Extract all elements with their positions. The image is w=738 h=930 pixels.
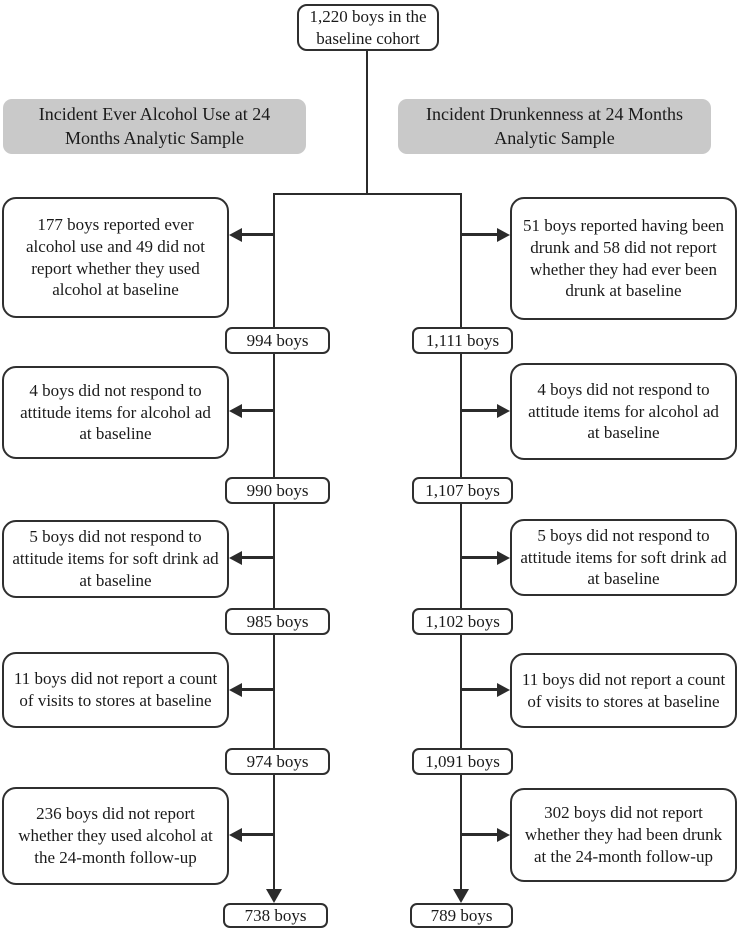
right-exclusion-box-3: 5 boys did not respond to attitude items… [510,519,737,596]
right-sample-header-text: Incident Drunkenness at 24 Months Analyt… [426,104,683,148]
right-arrow-4 [461,688,497,691]
right-count-text-1: 1,111 boys [425,330,500,350]
left-count-text-2: 990 boys [246,480,309,500]
left-exclusion-text-5: 236 boys did not report whether they use… [18,804,213,867]
right-exclusion-box-2: 4 boys did not respond to attitude items… [510,363,737,460]
left-count-box-2: 990 boys [225,477,330,504]
left-final-count-text: 738 boys [244,905,307,925]
right-exclusion-text-3: 5 boys did not respond to attitude items… [520,525,727,589]
right-count-box-1: 1,111 boys [412,327,513,354]
left-exclusion-text-2: 4 boys did not respond to attitude items… [20,380,211,444]
right-count-box-3: 1,102 boys [412,608,513,635]
left-exclusion-box-5: 236 boys did not report whether they use… [2,787,229,885]
right-exclusion-box-1: 51 boys reported having been drunk and 5… [510,197,737,320]
left-sample-header-text: Incident Ever Alcohol Use at 24 Months A… [38,104,271,148]
left-count-box-3: 985 boys [225,608,330,635]
left-final-count-box: 738 boys [223,903,328,928]
right-exclusion-text-1: 51 boys reported having been drunk and 5… [522,216,725,301]
right-count-text-2: 1,107 boys [425,480,500,500]
left-arrow-4 [242,688,274,691]
left-exclusion-box-1: 177 boys reported ever alcohol use and 4… [2,197,229,318]
left-count-text-4: 974 boys [246,751,309,771]
left-arrow-5 [242,833,274,836]
left-exclusion-box-3: 5 boys did not respond to attitude items… [2,520,229,598]
right-sample-header: Incident Drunkenness at 24 Months Analyt… [398,99,711,154]
right-arrow-1 [461,233,497,236]
baseline-cohort-box: 1,220 boys in the baseline cohort [297,4,439,51]
baseline-cohort-text: 1,220 boys in the baseline cohort [309,6,427,48]
right-final-count-box: 789 boys [410,903,513,928]
left-count-box-4: 974 boys [225,748,330,775]
split-bar [274,193,462,195]
right-count-box-4: 1,091 boys [412,748,513,775]
right-rail [460,193,462,891]
left-exclusion-text-3: 5 boys did not respond to attitude items… [12,527,219,590]
left-count-text-3: 985 boys [246,611,309,631]
right-arrow-5 [461,833,497,836]
left-sample-header: Incident Ever Alcohol Use at 24 Months A… [3,99,306,154]
left-arrow-1 [242,233,274,236]
left-count-box-1: 994 boys [225,327,330,354]
left-count-text-1: 994 boys [246,330,309,350]
stem-line [366,50,368,194]
right-count-text-4: 1,091 boys [425,751,500,771]
left-rail [273,193,275,891]
right-arrow-3 [461,556,497,559]
left-arrow-3 [242,556,274,559]
right-exclusion-text-2: 4 boys did not respond to attitude items… [528,379,719,443]
left-final-arrowhead [266,889,282,903]
right-count-box-2: 1,107 boys [412,477,513,504]
right-exclusion-box-5: 302 boys did not report whether they had… [510,788,737,882]
right-final-arrowhead [453,889,469,903]
left-arrow-2 [242,409,274,412]
left-exclusion-box-4: 11 boys did not report a count of visits… [2,652,229,728]
right-exclusion-text-4: 11 boys did not report a count of visits… [521,669,726,711]
right-final-count-text: 789 boys [430,905,493,925]
left-exclusion-text-1: 177 boys reported ever alcohol use and 4… [26,215,205,300]
right-arrow-2 [461,409,497,412]
right-exclusion-box-4: 11 boys did not report a count of visits… [510,653,737,728]
right-count-text-3: 1,102 boys [425,611,500,631]
left-exclusion-box-2: 4 boys did not respond to attitude items… [2,366,229,459]
left-exclusion-text-4: 11 boys did not report a count of visits… [13,669,218,710]
right-exclusion-text-5: 302 boys did not report whether they had… [524,803,723,866]
